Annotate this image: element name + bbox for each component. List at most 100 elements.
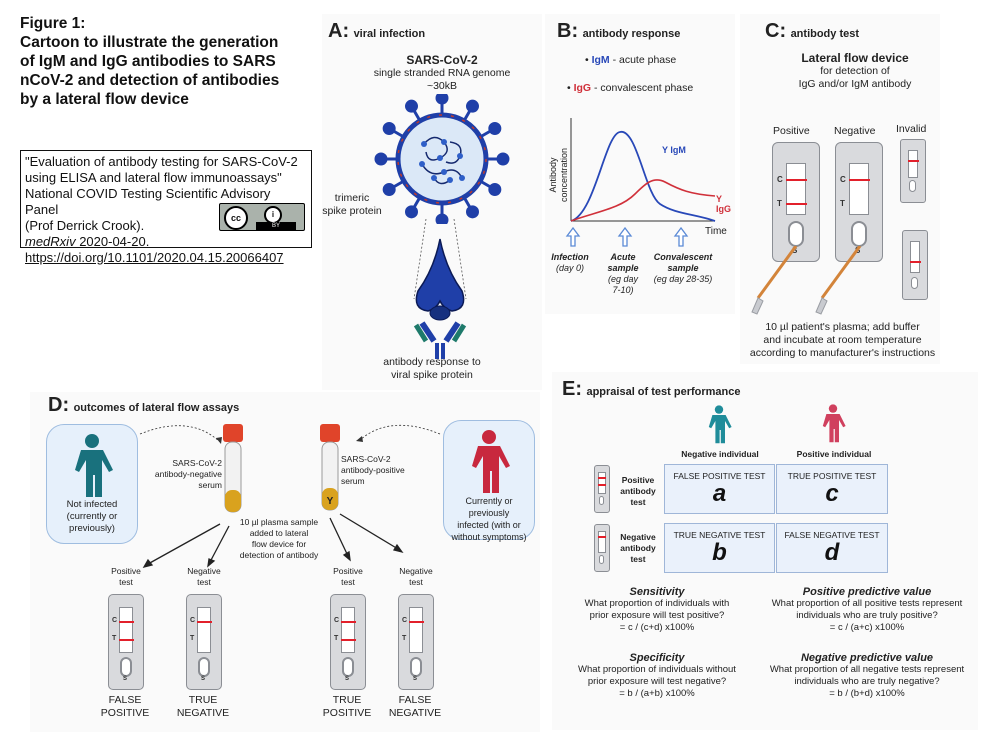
outcome-arrows (142, 513, 404, 569)
instruction-line: according to manufacturer's instructions (749, 347, 936, 359)
figure-title-line: Cartoon to illustrate the generation (20, 34, 279, 51)
cell-false-positive: FALSE POSITIVE TEST a (664, 464, 775, 514)
metric-sensitivity: Sensitivity What proportion of individua… (562, 586, 752, 634)
marker-convalescent: Convalescent sample (eg day 28-35) (643, 252, 723, 285)
cc-by-license-badge[interactable]: cc i BY (219, 203, 305, 231)
serum-line: antibody-positive (341, 465, 405, 475)
lfd-title: Lateral flow device (801, 51, 909, 65)
marker-line: Infection (551, 252, 589, 262)
legend-name: IgG (573, 82, 592, 94)
pipette-icon (756, 246, 798, 299)
neg-serum-label: SARS-CoV-2 antibody-negative serum (150, 458, 222, 491)
lfd-negative: C T S (835, 142, 883, 262)
test-heading-line: Positive (111, 566, 141, 576)
row-label-line: test (630, 497, 646, 507)
tube-positive-serum: Y (320, 424, 340, 511)
flow-arrows: Y (139, 424, 441, 569)
person-icon (75, 434, 113, 497)
outcome-line: POSITIVE (322, 707, 372, 719)
s-well-label: S (413, 676, 418, 682)
test-heading-line: Positive (333, 566, 363, 576)
spike-antibody-illustration (413, 219, 467, 359)
spike-head (488, 183, 502, 196)
lfd-invalid-1 (900, 139, 926, 203)
metric-name: Positive predictive value (802, 586, 932, 598)
t-line-label: T (334, 635, 339, 642)
citation-journal-line: medRxiv 2020-04-20. (25, 234, 307, 250)
spike-head (466, 99, 479, 113)
x-axis-label: Time (705, 226, 727, 237)
antibody-curve-chart (570, 118, 716, 222)
c-line-label: C (190, 617, 196, 624)
spike-trimer (415, 238, 465, 312)
status-line: Not infected (66, 499, 118, 510)
panel-letter: C: (765, 20, 787, 42)
serum-line: serum (341, 476, 365, 486)
igm-curve (570, 131, 716, 222)
spike-caption: antibody response to viral spike protein (352, 356, 512, 382)
spike-head (382, 122, 396, 135)
column-label-positive: Positive individual (796, 449, 872, 459)
arrow-up-icon (617, 226, 633, 247)
spike-head (466, 205, 479, 219)
s-well-label: S (345, 676, 350, 682)
caption-line: viral spike protein (391, 369, 473, 381)
metric-specificity: Specificity What proportion of individua… (562, 652, 752, 700)
citation-line: (Prof Derrick Crook). (25, 218, 145, 233)
t-line-label: T (112, 635, 117, 642)
outcome-line: TRUE (188, 694, 218, 706)
serum-line: serum (198, 480, 222, 490)
svg-text:Y: Y (327, 496, 334, 507)
legend-name: IgM (591, 54, 610, 66)
cell-letter: a (712, 480, 727, 507)
doi-link[interactable]: https://doi.org/10.1101/2020.04.15.20066… (25, 250, 284, 265)
lfd-sub-line: for detection of (820, 65, 890, 77)
pipettes (751, 246, 862, 315)
outcome-line: NEGATIVE (388, 707, 442, 719)
s-well-label: S (792, 246, 798, 255)
citation-line: "Evaluation of antibody testing for SARS… (25, 154, 298, 169)
metric-line: prior exposure will test negative? (587, 676, 727, 687)
sample-well (198, 657, 210, 677)
legend-igm: • IgM - acute phase (585, 54, 677, 66)
virus-illustration (374, 94, 510, 224)
metric-formula: = b / (b+d) x100% (829, 688, 905, 699)
caption-line: antibody response to (383, 356, 481, 368)
status-line: Currently or previously (465, 496, 513, 518)
figure-title-line: nCoV-2 and detection of antibodies (20, 72, 280, 89)
negative-person-icon (708, 405, 732, 444)
spike-label-line: trimeric (334, 192, 370, 204)
s-well-label: S (123, 676, 128, 682)
row-label-line: antibody (620, 543, 656, 553)
citation-line: National COVID Testing Scientific Adviso… (25, 186, 271, 217)
panel-letter: B: (557, 20, 579, 42)
c-line-label: C (334, 617, 340, 624)
metric-name: Negative predictive value (800, 652, 934, 664)
test-heading-line: test (341, 577, 355, 587)
outcome-line: NEGATIVE (176, 707, 230, 719)
spike-head (435, 213, 449, 224)
t-line-label: T (402, 635, 407, 642)
spike-head (496, 152, 510, 166)
device-label-positive: Positive (773, 125, 810, 137)
device-label-negative: Negative (834, 125, 876, 137)
c-line-label: C (840, 175, 846, 184)
spike-label-line: spike protein (322, 205, 382, 217)
panel-e: E: appraisal of test performance Negativ… (552, 372, 978, 730)
panel-e-heading: E: appraisal of test performance (562, 378, 741, 401)
test-heading-line: test (119, 577, 133, 587)
marker-line: Acute (610, 252, 636, 262)
sample-well (120, 657, 132, 677)
panel-c-heading: C: antibody test (765, 20, 859, 43)
legend-desc: - convalescent phase (591, 82, 694, 94)
t-line-label: T (777, 199, 782, 208)
cell-header: FALSE POSITIVE TEST (673, 471, 766, 481)
metric-line: individuals who are truly positive? (796, 610, 938, 621)
outcome-line: POSITIVE (100, 707, 150, 719)
infected-box: Currently or previously infected (with o… (443, 420, 535, 542)
sample-well (410, 657, 422, 677)
panel-d-heading: D: outcomes of lateral flow assays (48, 394, 239, 417)
